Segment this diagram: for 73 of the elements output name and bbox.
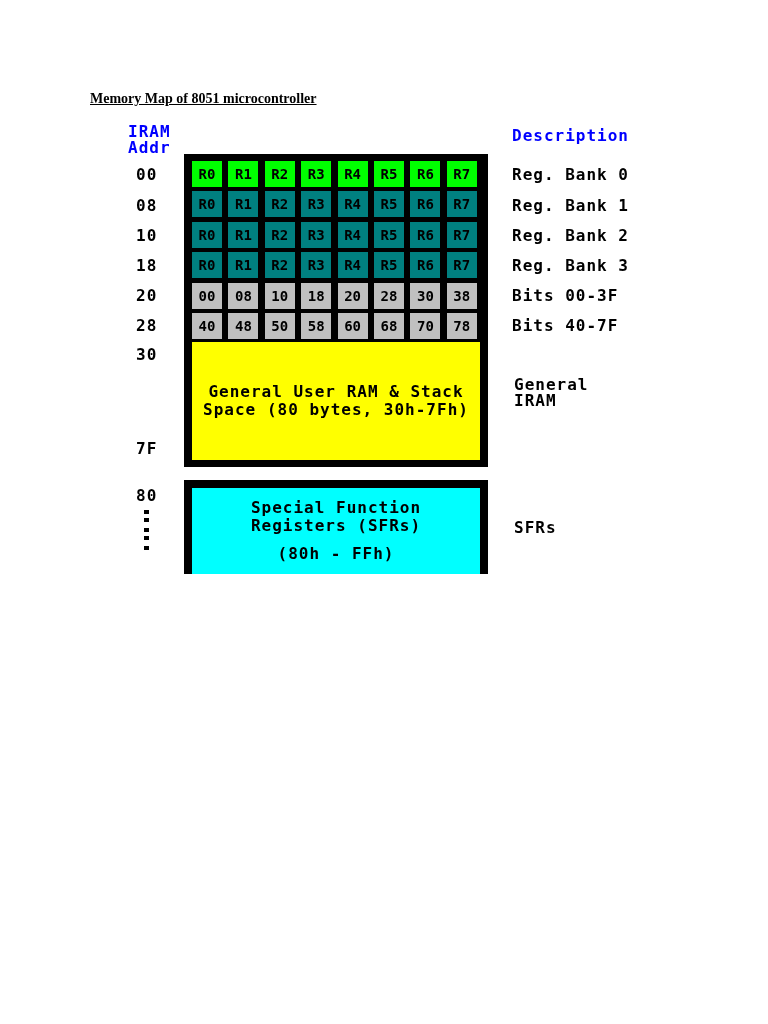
- register-cell: R1: [228, 161, 259, 187]
- bit-address-cell: 48: [228, 313, 259, 339]
- address-label: 10: [136, 228, 158, 244]
- register-cell: R7: [446, 221, 477, 248]
- bit-address-cell: 50: [264, 313, 295, 339]
- description-text: Reg. Bank 0: [512, 167, 629, 183]
- register-cell: R6: [410, 252, 441, 279]
- register-cell: R3: [301, 191, 332, 218]
- block-title: General User RAM & Stack Space (80 bytes, 30h-7Fh): [202, 383, 470, 419]
- register-cell: R2: [264, 191, 295, 218]
- address-label: 28: [136, 318, 158, 334]
- register-cell: R5: [374, 252, 404, 279]
- bit-address-cell: 20: [337, 282, 368, 309]
- bit-address-cell: 18: [301, 282, 332, 309]
- bit-address-cell: 60: [337, 313, 368, 339]
- register-cell: R2: [264, 161, 295, 187]
- description-text: Reg. Bank 2: [512, 228, 629, 244]
- bit-address-cell: 58: [301, 313, 332, 339]
- memory-block-frame: [184, 154, 488, 467]
- bit-address-cell: 38: [446, 282, 477, 309]
- address-label: 00: [136, 167, 158, 183]
- address-label: 80: [136, 488, 158, 504]
- page-title: Memory Map of 8051 microcontroller: [90, 91, 317, 107]
- description-text: Reg. Bank 3: [512, 258, 629, 274]
- register-cell: R0: [192, 252, 222, 279]
- register-cell: R7: [446, 252, 477, 279]
- bit-address-cell: 00: [192, 282, 222, 309]
- column-heading: IRAM Addr: [128, 124, 172, 156]
- register-cell: R7: [446, 161, 477, 187]
- register-cell: R3: [301, 161, 332, 187]
- register-cell: R2: [264, 221, 295, 248]
- register-cell: R1: [228, 191, 259, 218]
- address-label: 08: [136, 198, 158, 214]
- description-text: Bits 00-3F: [512, 288, 619, 304]
- register-cell: R1: [228, 252, 259, 279]
- description-text: General IRAM: [514, 377, 590, 409]
- address-label: 18: [136, 258, 158, 274]
- register-cell: R7: [446, 191, 477, 218]
- register-cell: R6: [410, 161, 441, 187]
- register-cell: R3: [301, 252, 332, 279]
- register-cell: R6: [410, 221, 441, 248]
- address-range-text: (80h - FFh): [276, 545, 396, 563]
- register-cell: R4: [337, 221, 368, 248]
- address-label: 20: [136, 288, 158, 304]
- description-text: SFRs: [514, 520, 557, 536]
- register-cell: R2: [264, 252, 295, 279]
- block-title: Special Function Registers (SFRs): [249, 499, 423, 535]
- register-cell: R4: [337, 161, 368, 187]
- register-cell: R3: [301, 221, 332, 248]
- user-ram-block: [192, 342, 480, 460]
- register-cell: R0: [192, 191, 222, 218]
- bit-address-cell: 10: [264, 282, 295, 309]
- bit-address-cell: 78: [446, 313, 477, 339]
- register-cell: R0: [192, 221, 222, 248]
- bit-address-cell: 08: [228, 282, 259, 309]
- column-heading: Description: [512, 128, 629, 144]
- register-cell: R4: [337, 252, 368, 279]
- register-cell: R1: [228, 221, 259, 248]
- register-cell: R5: [374, 191, 404, 218]
- address-label: 30: [136, 347, 158, 363]
- register-cell: R6: [410, 191, 441, 218]
- bit-address-cell: 28: [374, 282, 404, 309]
- description-text: Bits 40-7F: [512, 318, 619, 334]
- bit-address-cell: 40: [192, 313, 222, 339]
- address-label: 7F: [136, 441, 158, 457]
- register-cell: R0: [192, 161, 222, 187]
- description-text: Reg. Bank 1: [512, 198, 629, 214]
- register-cell: R4: [337, 191, 368, 218]
- register-cell: R5: [374, 221, 404, 248]
- bit-address-cell: 68: [374, 313, 404, 339]
- bit-address-cell: 30: [410, 282, 441, 309]
- register-cell: R5: [374, 161, 404, 187]
- bit-address-cell: 70: [410, 313, 441, 339]
